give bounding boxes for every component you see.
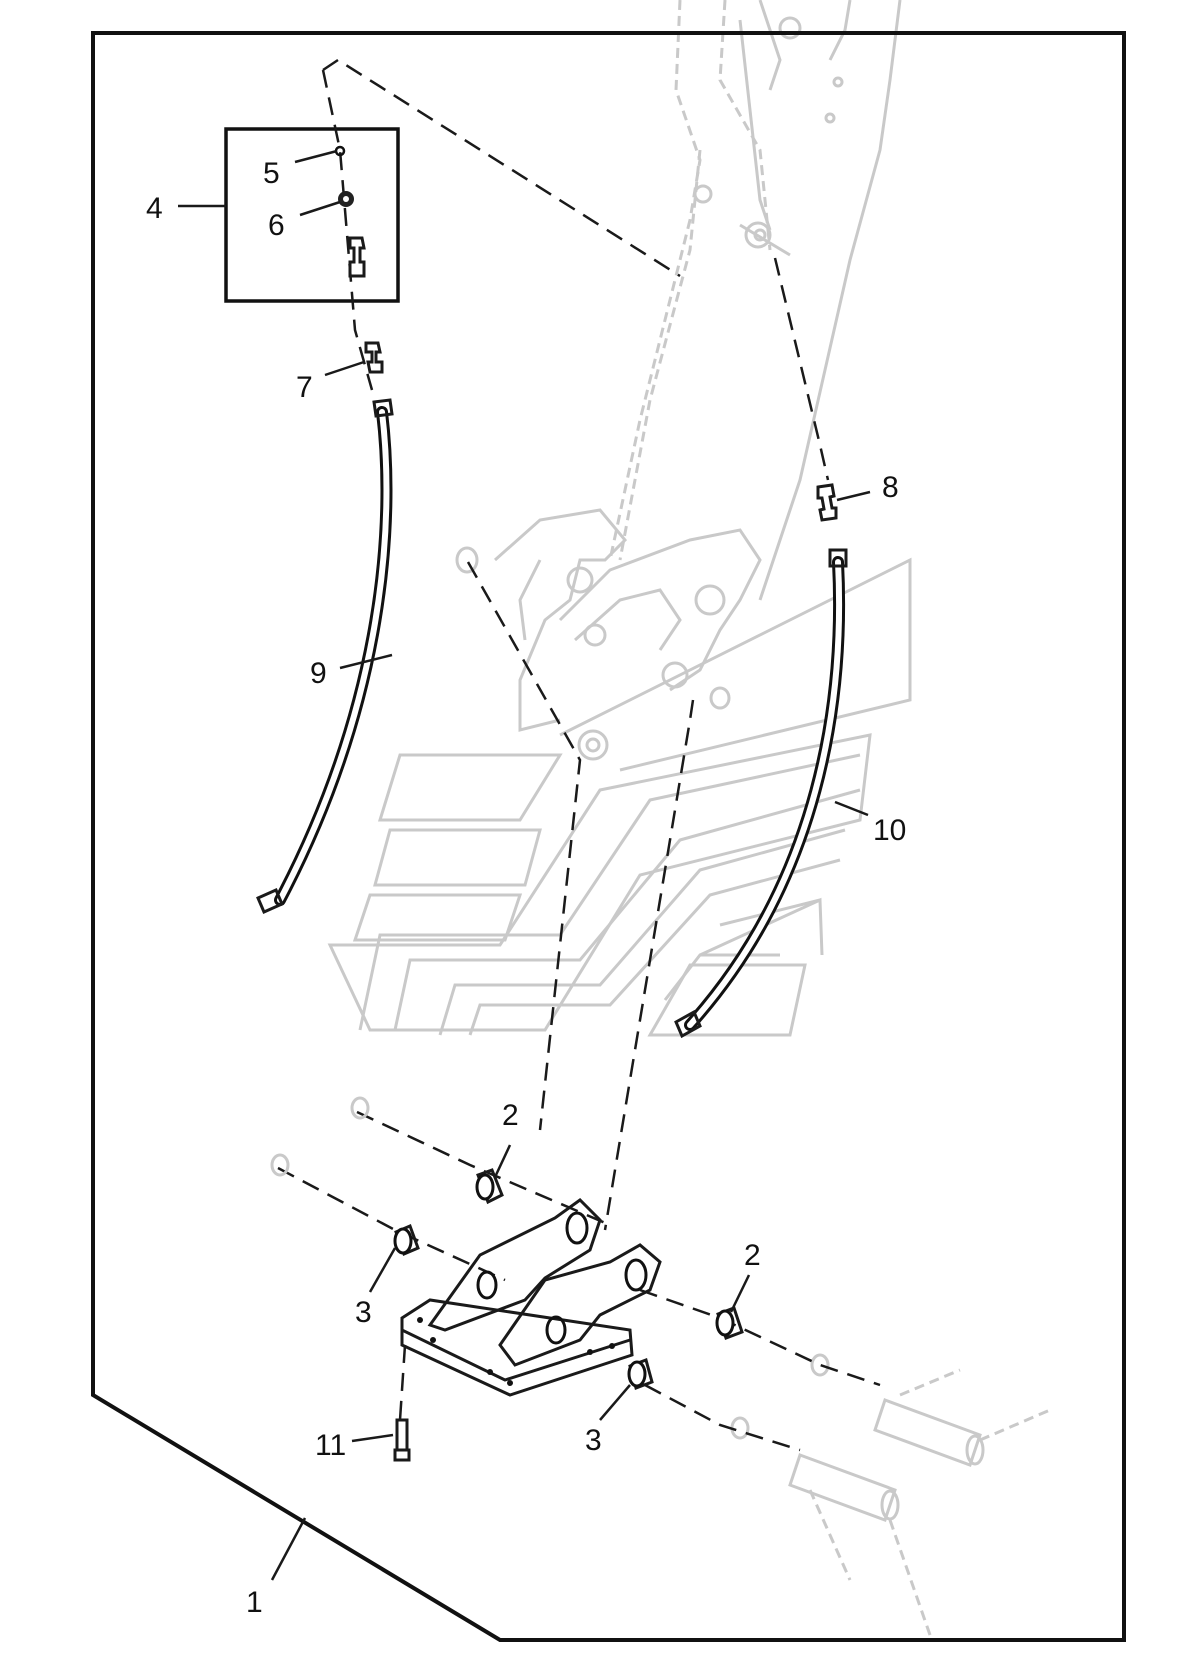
callout-1: 1: [246, 1586, 263, 1619]
callout-10: 10: [873, 814, 906, 847]
callout-2-upper: 2: [502, 1099, 519, 1132]
bushing-3-upper: [393, 1223, 420, 1257]
leader-lines: [178, 149, 871, 1581]
callout-8: 8: [882, 471, 899, 504]
callout-7: 7: [296, 371, 313, 404]
bushing-2-upper: [475, 1168, 504, 1205]
callout-2-lower: 2: [744, 1239, 761, 1272]
assembly-dashed-lines: [277, 58, 881, 1452]
assembly-frame: [91, 31, 1126, 1642]
ghosted-bucket: [327, 733, 872, 1037]
ghosted-coupler-linkage: [455, 508, 912, 772]
coupler-bracket: [400, 1198, 662, 1397]
part-5-ball: [334, 145, 346, 157]
callout-3-lower: 3: [585, 1424, 602, 1457]
ghosted-pins: [730, 1353, 1051, 1636]
callout-6: 6: [268, 209, 285, 242]
callout-4: 4: [146, 192, 163, 225]
kit-fitting: [348, 236, 366, 278]
kit-box: [224, 127, 400, 303]
bushings: [270, 1096, 744, 1390]
part-11-bolt: [393, 1418, 411, 1462]
ghosted-boom-arm: [608, 0, 902, 601]
hose-10: [674, 548, 848, 1039]
callout-11: 11: [315, 1429, 346, 1462]
bushing-3-lower: [627, 1358, 654, 1390]
part-8-fitting: [816, 483, 838, 522]
callout-labels: 1 2 2 3 3 4 5 6 7 8 9 10 11: [146, 157, 906, 1619]
hose-9: [256, 398, 394, 914]
callout-3-upper: 3: [355, 1296, 372, 1329]
bushing-2-lower: [715, 1306, 744, 1340]
callout-5: 5: [263, 157, 280, 190]
part-7-fitting: [364, 341, 384, 374]
callout-9: 9: [310, 657, 327, 690]
